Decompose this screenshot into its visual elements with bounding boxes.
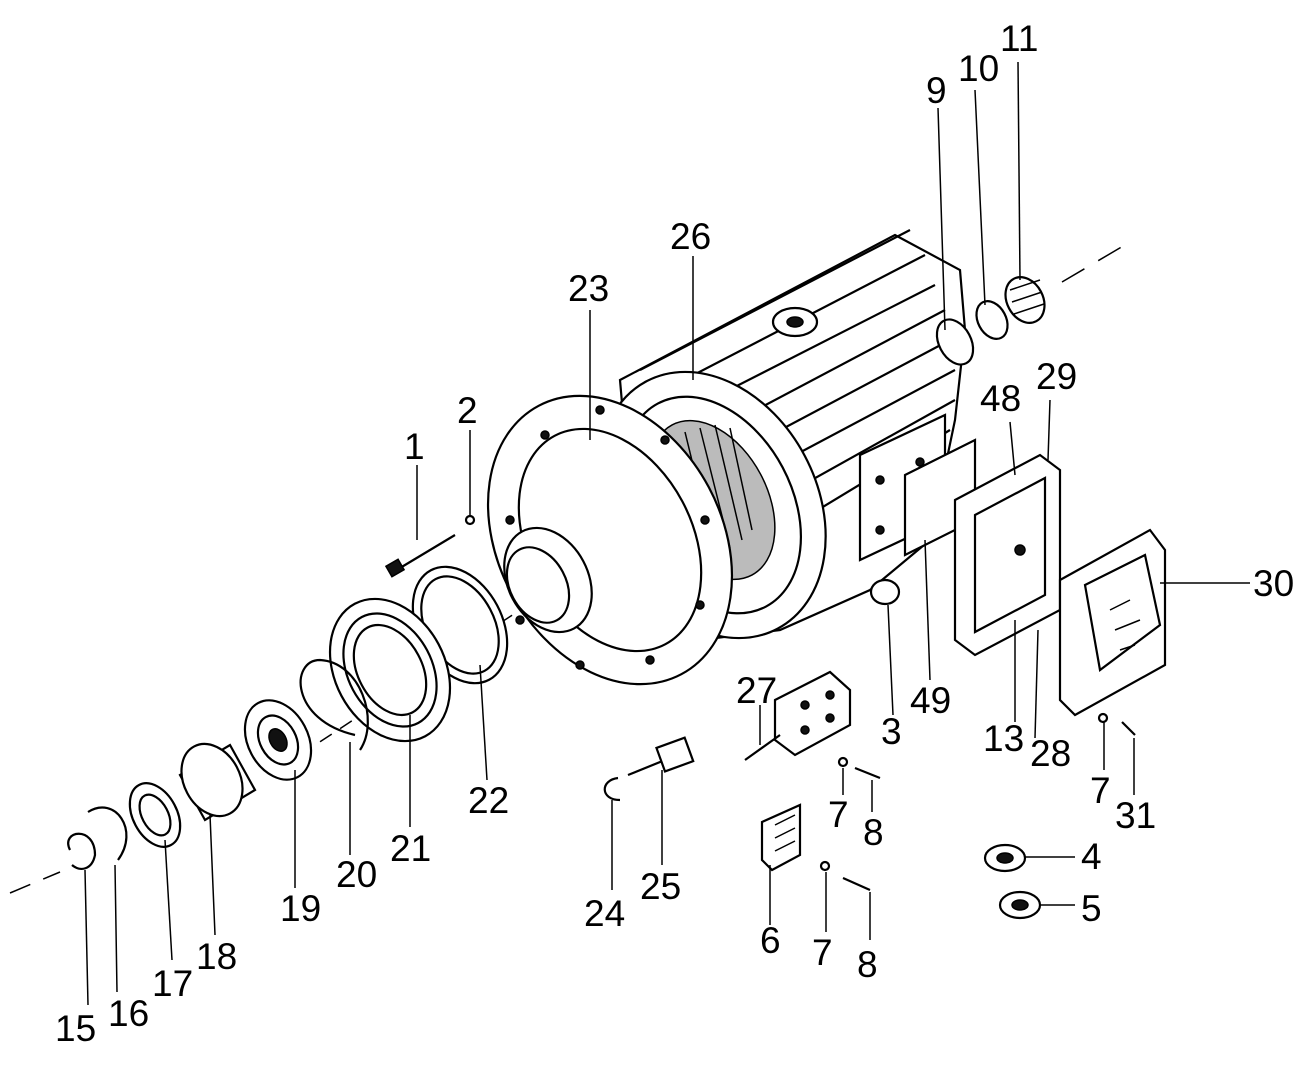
label-part-18: 18 (196, 936, 238, 977)
label-part-17: 17 (152, 963, 194, 1004)
label-part-23: 23 (568, 268, 610, 309)
gland-nut (869, 578, 901, 606)
label-part-22: 22 (468, 780, 510, 821)
label-part-1: 1 (404, 426, 425, 467)
label-part-31: 31 (1115, 795, 1157, 836)
bolt-1 (384, 534, 456, 578)
label-part-2: 2 (457, 390, 478, 431)
large-bearing (328, 597, 452, 743)
label-part-24: 24 (584, 893, 626, 934)
fan-end-parts (935, 276, 1046, 366)
label-part-9: 9 (926, 70, 947, 111)
end-shield-flange (486, 394, 734, 686)
bolt-25 (627, 736, 695, 777)
label-part-11: 11 (1000, 18, 1039, 59)
label-part-20: 20 (336, 854, 378, 895)
label-part-25: 25 (640, 866, 682, 907)
label-part-7-upper: 7 (828, 794, 849, 835)
terminal-cover (1058, 528, 1167, 717)
label-part-7-lower: 7 (812, 932, 833, 973)
label-part-26: 26 (670, 216, 712, 257)
retaining-ring-16 (87, 806, 128, 861)
sleeve (178, 742, 257, 822)
label-part-28: 28 (1030, 733, 1072, 774)
label-part-6: 6 (760, 920, 781, 961)
label-part-19: 19 (280, 888, 322, 929)
terminal-block (744, 670, 852, 761)
washer (128, 782, 182, 848)
label-part-8-upper: 8 (863, 812, 884, 853)
label-part-16: 16 (108, 993, 150, 1034)
circlip (299, 658, 369, 751)
label-part-29: 29 (1036, 356, 1078, 397)
clip-24 (603, 776, 621, 802)
terminal-plate (760, 803, 802, 872)
label-part-3: 3 (881, 711, 902, 752)
label-part-21: 21 (390, 828, 432, 869)
label-part-15: 15 (55, 1008, 97, 1049)
label-part-5: 5 (1081, 888, 1102, 929)
label-part-27: 27 (736, 670, 778, 711)
retaining-ring-15 (67, 832, 97, 870)
label-part-4: 4 (1081, 836, 1102, 877)
small-washer-2 (464, 514, 476, 526)
label-part-30: 30 (1253, 563, 1295, 604)
label-part-49: 49 (910, 680, 952, 721)
label-part-48: 48 (980, 378, 1022, 419)
label-part-13: 13 (983, 718, 1025, 759)
screws (819, 712, 1136, 892)
small-bearing (243, 699, 313, 781)
leader-lines (84, 61, 1250, 1006)
label-part-8-lower: 8 (857, 944, 878, 985)
label-part-7-cover: 7 (1090, 770, 1111, 811)
label-part-10: 10 (958, 48, 1000, 89)
cable-glands (983, 843, 1042, 920)
